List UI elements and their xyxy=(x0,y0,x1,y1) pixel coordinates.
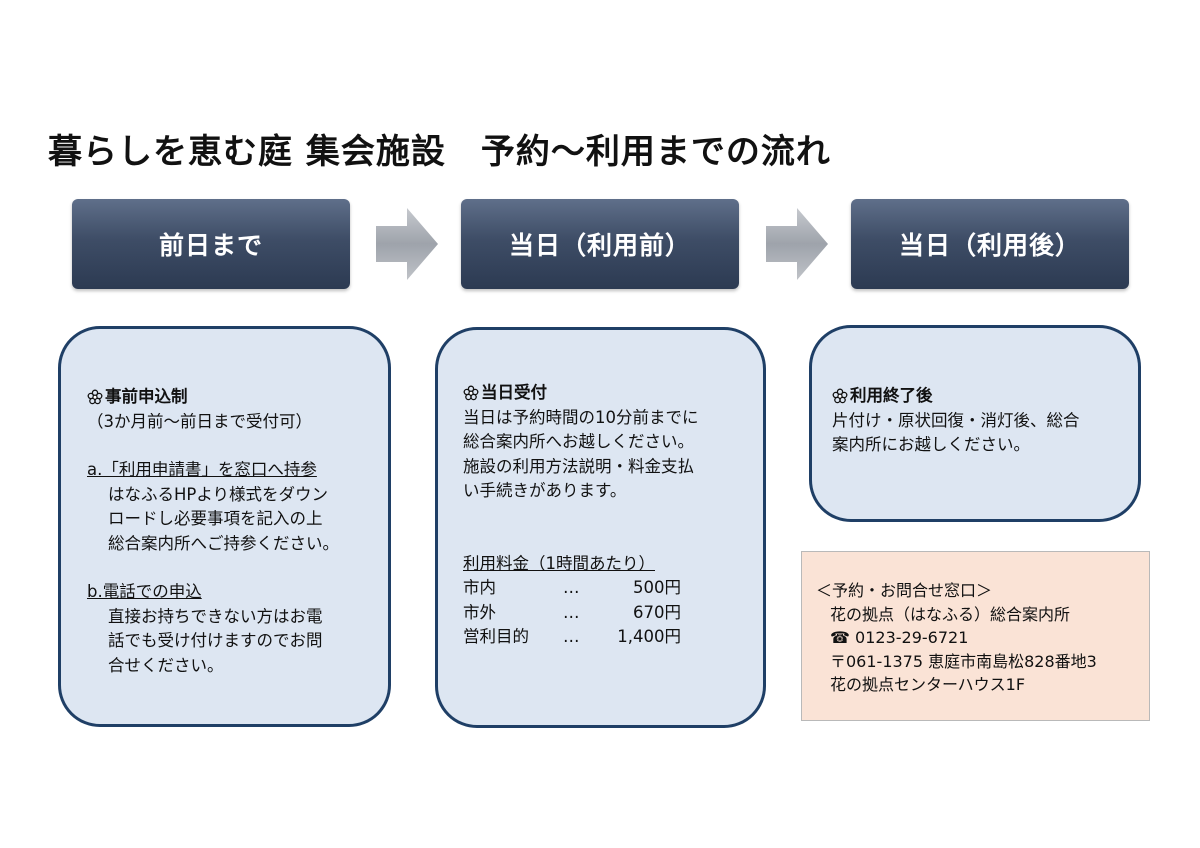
fee-category: 市外 xyxy=(463,602,496,622)
reception-line: い手続きがあります。 xyxy=(463,481,627,500)
page-title: 暮らしを恵む庭 集会施設 予約〜利用までの流れ xyxy=(48,132,831,172)
fee-category: 営利目的 xyxy=(463,627,529,646)
card-after-use: 利用終了後 片付け・原状回復・消灯後、総合 案内所にお越しください。 xyxy=(809,325,1141,522)
contact-title: ＜予約・お問合せ窓口＞ xyxy=(816,581,993,600)
card-heading: 事前申込制 xyxy=(87,385,368,410)
method-b-title: b.電話での申込 xyxy=(87,582,202,601)
contact-address: 〒061-1375 恵庭市南島松828番地3 xyxy=(830,651,1097,671)
method-a-line: はなふるHPより様式をダウン xyxy=(108,484,329,504)
arrow-right-icon xyxy=(766,208,828,280)
booking-window-note: （3か月前〜前日まで受付可） xyxy=(87,411,312,431)
fee-price: 500円 xyxy=(633,578,681,597)
fee-price: 670円 xyxy=(633,602,681,622)
step-header-day-after-use: 当日（利用後） xyxy=(851,199,1129,289)
after-use-line: 片付け・原状回復・消灯後、総合 xyxy=(832,410,1080,430)
method-a-title: a.「利用申請書」を窓口へ持参 xyxy=(87,460,317,479)
fee-dots: … xyxy=(563,578,580,597)
fee-row: 市外 … 670円 xyxy=(463,601,747,626)
card-same-day-reception: 当日受付 当日は予約時間の10分前までに 総合案内所へお越しください。 施設の利… xyxy=(435,327,766,728)
card-heading-text: 当日受付 xyxy=(481,383,547,402)
after-use-line: 案内所にお越しください。 xyxy=(832,435,1030,454)
step-header-day-before-use: 当日（利用前） xyxy=(461,199,739,289)
card-heading-text: 利用終了後 xyxy=(850,386,933,405)
reception-line: 施設の利用方法説明・料金支払 xyxy=(463,456,694,476)
fee-title: 利用料金（1時間あたり） xyxy=(463,553,655,573)
method-b-line: 直接お持ちできない方はお電 xyxy=(108,606,323,626)
fee-row: 市内 … 500円 xyxy=(463,576,747,601)
method-a-line: ロードし必要事項を記入の上 xyxy=(108,509,323,528)
fee-row: 営利目的 … 1,400円 xyxy=(463,625,747,650)
fee-dots: … xyxy=(563,627,580,646)
fee-dots: … xyxy=(563,602,580,622)
phone-icon: ☎ xyxy=(830,628,850,647)
fee-price: 1,400円 xyxy=(617,627,681,646)
step-header-before: 前日まで xyxy=(72,199,350,289)
fee-category: 市内 xyxy=(463,578,496,597)
card-heading: 利用終了後 xyxy=(832,384,1122,409)
reception-line: 当日は予約時間の10分前までに xyxy=(463,407,699,427)
method-b-line: 合せください。 xyxy=(108,655,224,675)
contact-phone-line: ☎ 0123-29-6721 xyxy=(816,626,1139,650)
arrow-right-icon xyxy=(376,208,438,280)
card-advance-booking: 事前申込制 （3か月前〜前日まで受付可） a.「利用申請書」を窓口へ持参 はなふ… xyxy=(58,326,391,727)
flower-icon xyxy=(87,389,103,405)
contact-phone[interactable]: 0123-29-6721 xyxy=(855,628,969,647)
reception-line: 総合案内所へお越しください。 xyxy=(463,432,694,451)
method-a-line: 総合案内所へご持参ください。 xyxy=(108,533,339,553)
flower-icon xyxy=(463,385,479,401)
flower-icon xyxy=(832,388,848,404)
card-heading-text: 事前申込制 xyxy=(105,387,188,406)
card-heading: 当日受付 xyxy=(463,381,747,406)
contact-building: 花の拠点センターハウス1F xyxy=(830,675,1026,694)
method-b-line: 話でも受け付けますのでお問 xyxy=(108,631,323,650)
contact-name: 花の拠点（はなふる）総合案内所 xyxy=(830,604,1071,624)
contact-box: ＜予約・お問合せ窓口＞ 花の拠点（はなふる）総合案内所 ☎ 0123-29-67… xyxy=(801,551,1150,721)
